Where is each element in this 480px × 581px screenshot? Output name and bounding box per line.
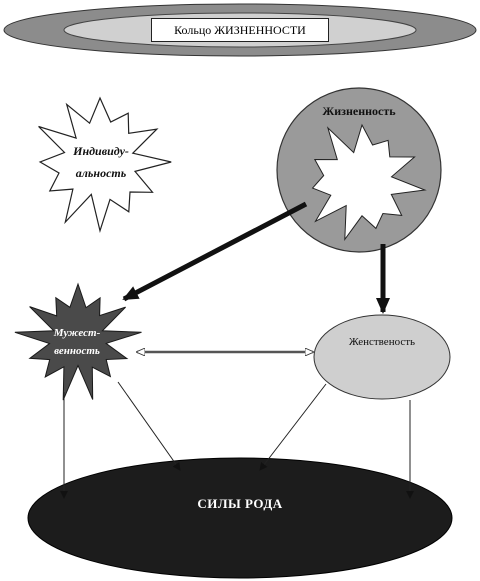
vitality-inner-star-icon	[311, 123, 427, 242]
vitality-label: Жизненность	[322, 104, 396, 118]
femininity-ellipse	[313, 314, 451, 400]
individuality-star-icon	[38, 96, 172, 234]
masculinity-star-icon	[14, 282, 142, 401]
masculinity-label: Мужест- венность	[34, 324, 120, 360]
arrow-masculinity-to-ancestral	[117, 381, 181, 471]
individuality-label: Индивиду- альность	[56, 140, 146, 184]
arrow-femininity-to-ancestral	[259, 383, 327, 471]
femininity-label: Женственость	[348, 336, 416, 348]
individuality-label-line1: Индивиду-	[73, 144, 129, 158]
ring-title: Кольцо ЖИЗНЕННОСТИ	[151, 18, 329, 42]
arrow-vitality-to-masculinity	[122, 201, 308, 302]
masculinity-label-line1: Мужест-	[53, 327, 101, 339]
ancestral-forces-ellipse	[27, 457, 453, 579]
ancestral-forces-label: СИЛЫ РОДА	[197, 496, 283, 511]
individuality-label-line2: альность	[75, 166, 127, 180]
masculinity-label-line2: венность	[54, 345, 100, 357]
